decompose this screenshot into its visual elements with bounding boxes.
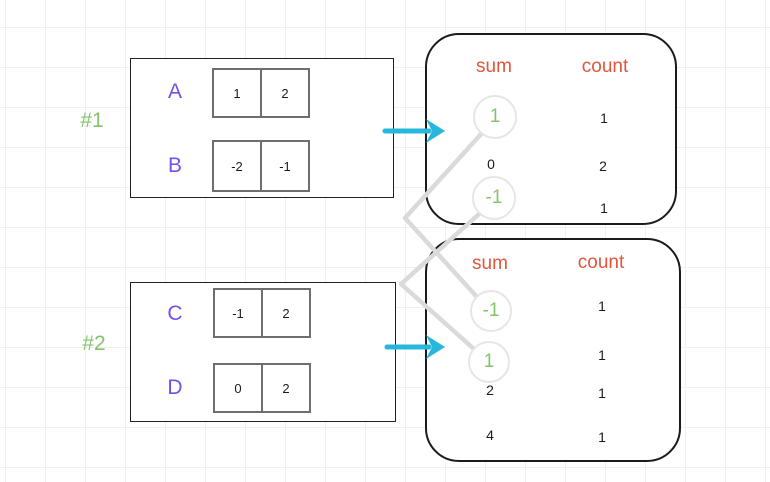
array-b-cell-0: -2 bbox=[212, 140, 262, 192]
array-d-cell-1: 2 bbox=[261, 363, 311, 413]
array-a-label: A bbox=[167, 80, 182, 103]
count-value: 1 bbox=[598, 298, 606, 314]
sum-value: 0 bbox=[487, 156, 495, 172]
array-c-cell-0: -1 bbox=[213, 288, 263, 338]
count-header-1: count bbox=[581, 56, 629, 77]
sum-value: 2 bbox=[486, 382, 494, 398]
array-c-cell-1: 2 bbox=[261, 288, 311, 338]
array-c-cells: -1 2 bbox=[213, 288, 311, 338]
highlighted-sum-circle: -1 bbox=[472, 176, 516, 220]
count-header-2: count bbox=[577, 252, 625, 273]
count-value: 2 bbox=[599, 158, 607, 174]
sum-value: 4 bbox=[486, 427, 494, 443]
sum-header-2: sum bbox=[472, 253, 508, 274]
count-value: 1 bbox=[600, 110, 608, 126]
array-a-cell-0: 1 bbox=[212, 68, 262, 118]
array-a-cell-1: 2 bbox=[260, 68, 310, 118]
array-c-label: C bbox=[167, 302, 183, 325]
example-2-label: #2 bbox=[82, 332, 106, 355]
count-value: 1 bbox=[598, 385, 606, 401]
highlighted-sum-circle: 1 bbox=[468, 341, 510, 383]
array-d-cells: 0 2 bbox=[213, 363, 311, 413]
example-1-label: #1 bbox=[80, 109, 104, 132]
array-d-label: D bbox=[167, 376, 183, 399]
highlighted-sum-circle: -1 bbox=[470, 290, 512, 332]
array-a-cells: 1 2 bbox=[212, 68, 310, 118]
array-b-label: B bbox=[167, 154, 182, 177]
count-value: 1 bbox=[600, 200, 608, 216]
count-value: 1 bbox=[598, 347, 606, 363]
array-d-cell-0: 0 bbox=[213, 363, 263, 413]
array-b-cells: -2 -1 bbox=[212, 140, 310, 192]
array-b-cell-1: -1 bbox=[260, 140, 310, 192]
count-value: 1 bbox=[598, 429, 606, 445]
sum-header-1: sum bbox=[476, 56, 512, 77]
highlighted-sum-circle: 1 bbox=[473, 95, 517, 139]
